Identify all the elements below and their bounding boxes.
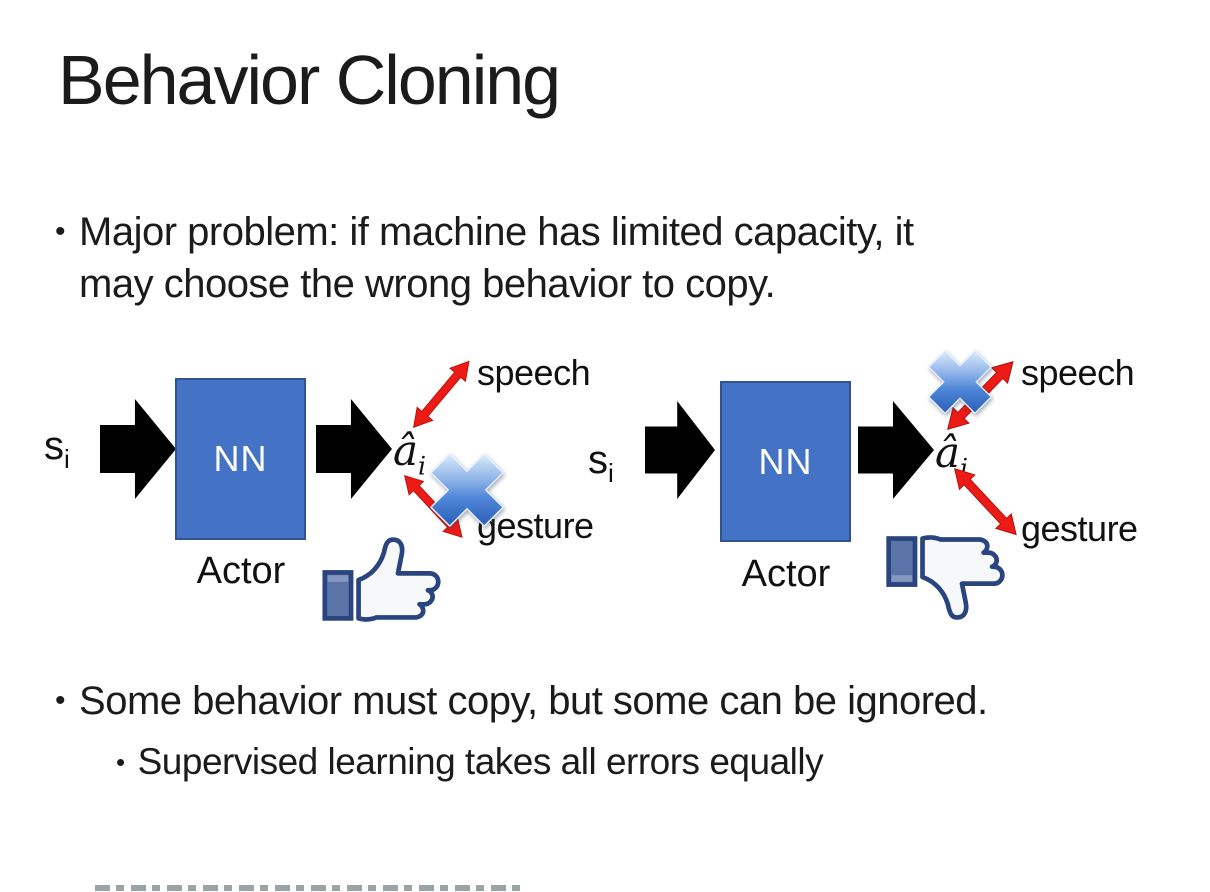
right-nn-label: NN (758, 440, 813, 482)
left-nn-label: NN (213, 438, 268, 479)
left-reject-x-icon (430, 453, 504, 527)
bullet-line-1: Major problem: if machine has limited ca… (79, 210, 914, 254)
bullet-some-behavior-text: Some behavior must copy, but some can be… (79, 679, 988, 723)
bullet-some-behavior: • Some behavior must copy, but some can … (55, 676, 988, 726)
bullet-line-2: may choose the wrong behavior to copy. (79, 262, 776, 306)
right-input-state-label: si (588, 438, 614, 488)
right-output-arrow-icon (858, 401, 934, 499)
left-speech-label: speech (477, 352, 591, 393)
left-actor-caption: Actor (196, 550, 286, 592)
bullet-supervised-learning-text: Supervised learning takes all errors equ… (137, 741, 824, 782)
right-actor-caption: Actor (741, 553, 831, 595)
left-speech-double-arrow-icon (412, 360, 470, 429)
right-reject-x-icon (928, 350, 992, 414)
right-input-arrow-icon (645, 401, 715, 499)
right-gesture-label: gesture (1021, 508, 1138, 549)
thumbs-up-icon (320, 534, 444, 629)
right-speech-label: speech (1021, 352, 1135, 393)
bullet-marker: • (55, 215, 66, 248)
left-output-arrow-icon (316, 399, 392, 499)
left-input-state-label: si (44, 424, 70, 474)
left-output-action-label: âi (393, 426, 427, 481)
thumbs-down-icon (884, 532, 1008, 629)
bullet-marker: • (55, 684, 66, 717)
bullet-marker: • (116, 747, 125, 777)
right-nn-box: NN (720, 381, 851, 542)
left-input-arrow-icon (100, 399, 176, 499)
right-gesture-double-arrow-icon (953, 467, 1017, 536)
bullet-major-problem: • Major problem: if machine has limited … (55, 206, 914, 310)
slide-title: Behavior Cloning (58, 41, 561, 119)
bullet-supervised-learning: • Supervised learning takes all errors e… (116, 738, 824, 786)
left-nn-box: NN (175, 378, 306, 540)
bullet-major-problem-text: Major problem: if machine has limited ca… (79, 206, 914, 310)
cropped-text-remnant (95, 885, 527, 891)
